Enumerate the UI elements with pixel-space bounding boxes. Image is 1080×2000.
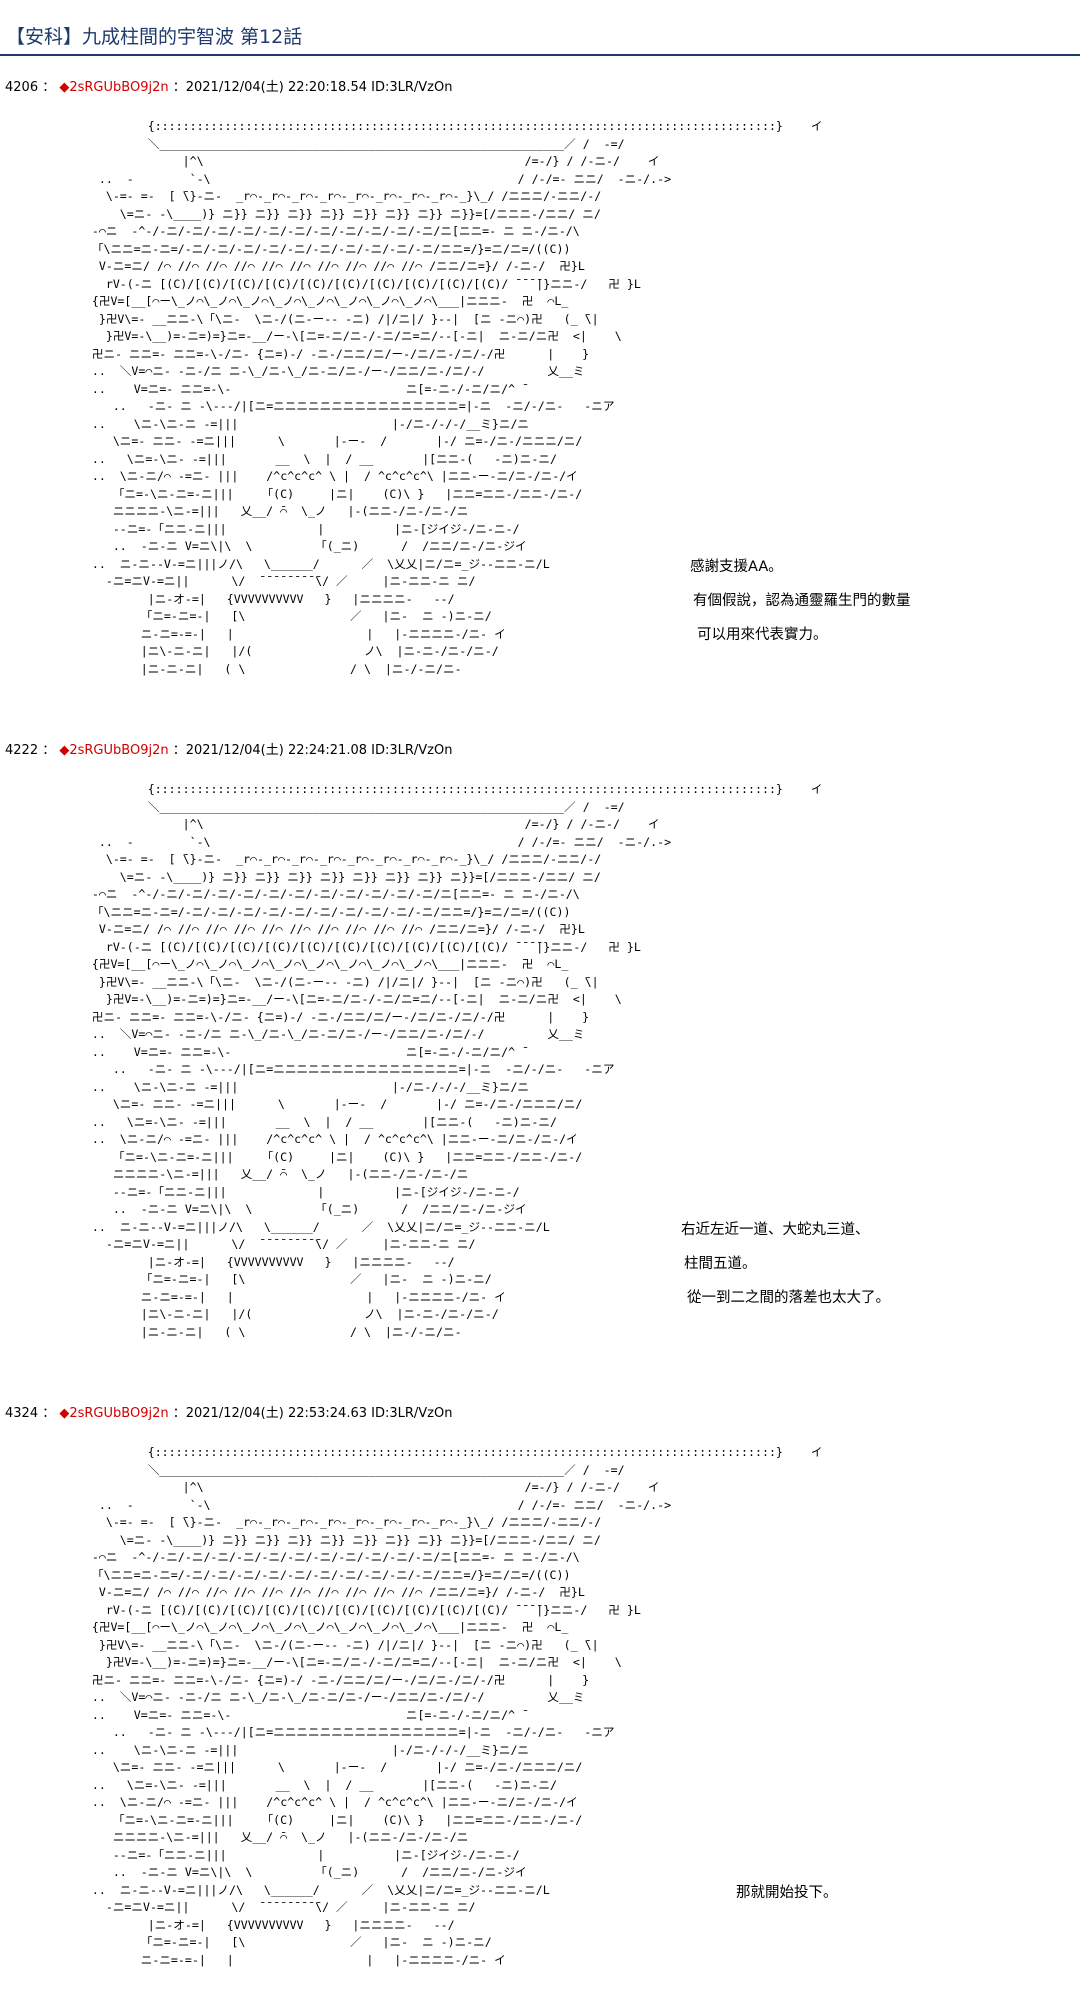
ascii-art-rashomon: {:::::::::::::::::::::::::::::::::::::::… (91, 1445, 823, 1967)
post-date: 2021/12/04(土) 22:24:21.08 (185, 743, 367, 758)
post-number: 4324 (5, 1406, 39, 1421)
post-dialogue-line: 那就開始投下。 (736, 1885, 838, 1901)
ascii-art-rashomon: {:::::::::::::::::::::::::::::::::::::::… (91, 119, 823, 676)
tripcode[interactable]: 2sRGUbBO9j2n (69, 743, 169, 758)
post-dialogue-line: 感謝支援AA。 (690, 559, 783, 575)
post-date: 2021/12/04(土) 22:20:18.54 (185, 80, 367, 95)
post-header: 4222 ： ◆2sRGUbBO9j2n ：2021/12/04(土) 22:2… (5, 743, 453, 758)
post-header: 4324 ： ◆2sRGUbBO9j2n ：2021/12/04(土) 22:5… (5, 1406, 453, 1421)
post-date: 2021/12/04(土) 22:53:24.63 (185, 1406, 367, 1421)
post-id: ID:3LR/VzOn (371, 80, 453, 95)
post-dialogue-line: 從一到二之間的落差也太大了。 (687, 1290, 890, 1306)
post-number: 4222 (5, 743, 39, 758)
diamond-icon: ◆ (59, 80, 70, 95)
post-dialogue-line: 柱間五道。 (684, 1256, 757, 1272)
thread-title: 【安科】九成柱間的宇智波 第12話 (6, 26, 303, 48)
post-header: 4206 ： ◆2sRGUbBO9j2n ：2021/12/04(土) 22:2… (5, 80, 453, 95)
diamond-icon: ◆ (59, 1406, 70, 1421)
tripcode[interactable]: 2sRGUbBO9j2n (69, 80, 169, 95)
tripcode[interactable]: 2sRGUbBO9j2n (69, 1406, 169, 1421)
diamond-icon: ◆ (59, 743, 70, 758)
post-number: 4206 (5, 80, 39, 95)
post-dialogue-line: 可以用來代表實力。 (697, 627, 828, 643)
post-dialogue-line: 有個假說，認為通靈羅生門的數量 (693, 593, 911, 609)
post-id: ID:3LR/VzOn (371, 1406, 453, 1421)
thread-title-bar: 【安科】九成柱間的宇智波 第12話 (0, 0, 1080, 56)
post-dialogue-line: 右近左近一道、大蛇丸三道、 (681, 1222, 870, 1238)
post-id: ID:3LR/VzOn (371, 743, 453, 758)
ascii-art-rashomon: {:::::::::::::::::::::::::::::::::::::::… (91, 782, 823, 1339)
